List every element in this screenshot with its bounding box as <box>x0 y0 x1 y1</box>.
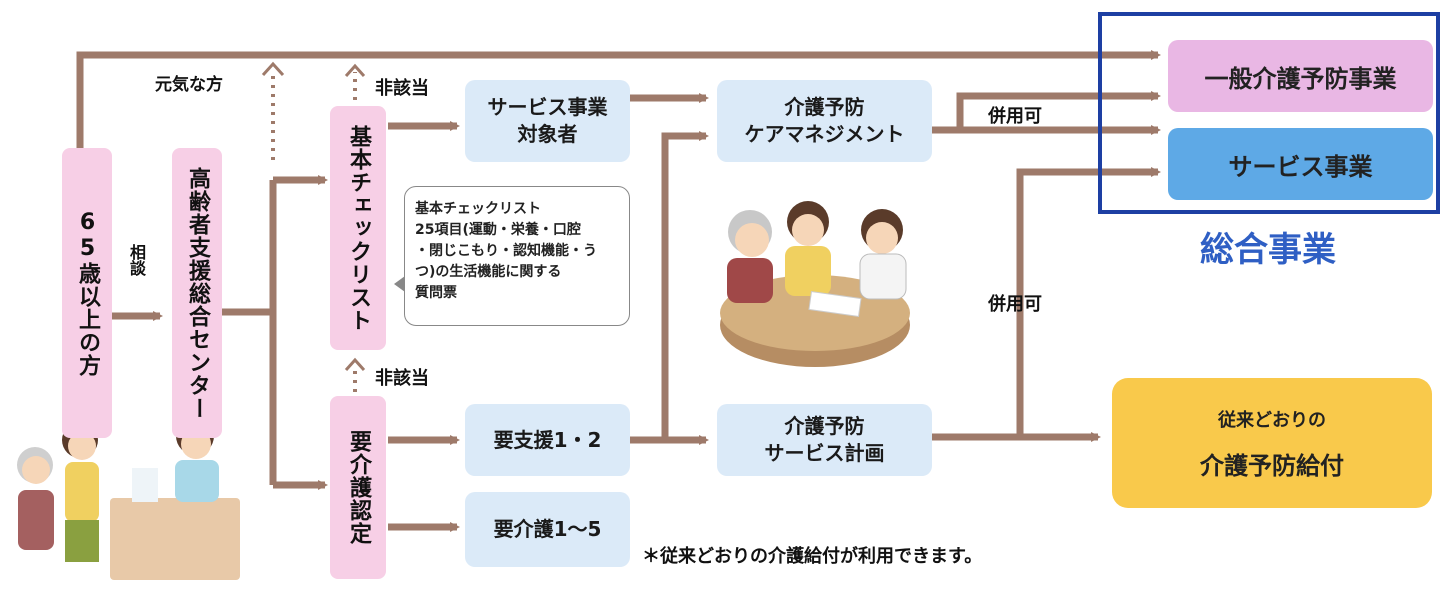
soudan-label: 相談 <box>127 244 146 276</box>
service-target-box: サービス事業 対象者 <box>465 80 630 162</box>
arrow-65-to-general <box>76 50 1161 148</box>
center-box: 高齢者支援総合センター <box>172 148 222 438</box>
dotted-head-genki <box>261 61 285 77</box>
dotted-head-top <box>344 63 366 78</box>
support-box: 要支援1・2 <box>465 404 630 476</box>
checklist-box: 基本チェックリスト <box>330 106 386 350</box>
care-mgmt-box: 介護予防 ケアマネジメント <box>717 80 932 162</box>
care-cert-box: 要介護認定 <box>330 396 386 579</box>
service-box: サービス事業 <box>1168 128 1433 200</box>
higaitou-mid-label: 非該当 <box>375 368 429 389</box>
conventional-box: 従来どおりの 介護予防給付 <box>1112 378 1432 508</box>
conventional-line2: 介護予防給付 <box>1200 451 1344 480</box>
support-label: 要支援1・2 <box>493 427 602 452</box>
arrow-support-mgmt <box>661 131 709 440</box>
care-cert-label: 要介護認定 <box>346 430 371 545</box>
checklist-label: 基本チェックリスト <box>346 124 371 332</box>
center-label: 高齢者支援総合センター <box>185 166 210 420</box>
general-label: 一般介護予防事業 <box>1204 64 1397 93</box>
age65-box: 65歳以上の方 <box>62 148 112 438</box>
sougou-title: 総合事業 <box>1200 230 1336 270</box>
sougou-frame <box>1098 12 1440 214</box>
callout-pointer <box>394 276 405 292</box>
checklist-callout: 基本チェックリスト 25項目(運動・栄養・口腔 ・閉じこもり・認知機能・う つ)… <box>404 186 630 326</box>
higaitou-top-label: 非該当 <box>375 78 429 99</box>
dotted-head-mid <box>344 357 366 372</box>
care15-box: 要介護1～5 <box>465 492 630 567</box>
care-mgmt-label: 介護予防 ケアマネジメント <box>744 95 905 146</box>
prev-plan-box: 介護予防 サービス計画 <box>717 404 932 476</box>
arrow-mgmt-general <box>932 91 1161 134</box>
illustration-consult <box>17 417 240 580</box>
arrow-plan-service <box>1016 167 1161 437</box>
age65-label: 65歳以上の方 <box>75 209 100 377</box>
general-box: 一般介護予防事業 <box>1168 40 1433 112</box>
care15-label: 要介護1～5 <box>493 517 602 541</box>
footnote: ＊従来どおりの介護給付が利用できます。 <box>642 546 983 567</box>
prev-plan-label: 介護予防 サービス計画 <box>764 414 885 465</box>
service-target-label: サービス事業 対象者 <box>487 95 608 146</box>
illustration-meeting <box>720 201 910 367</box>
service-label: サービス事業 <box>1228 152 1373 181</box>
heiyou-top-label: 併用可 <box>988 106 1042 127</box>
genki-label: 元気な方 <box>155 75 223 95</box>
conventional-line1: 従来どおりの <box>1218 409 1326 431</box>
heiyou-mid-label: 併用可 <box>988 294 1042 315</box>
